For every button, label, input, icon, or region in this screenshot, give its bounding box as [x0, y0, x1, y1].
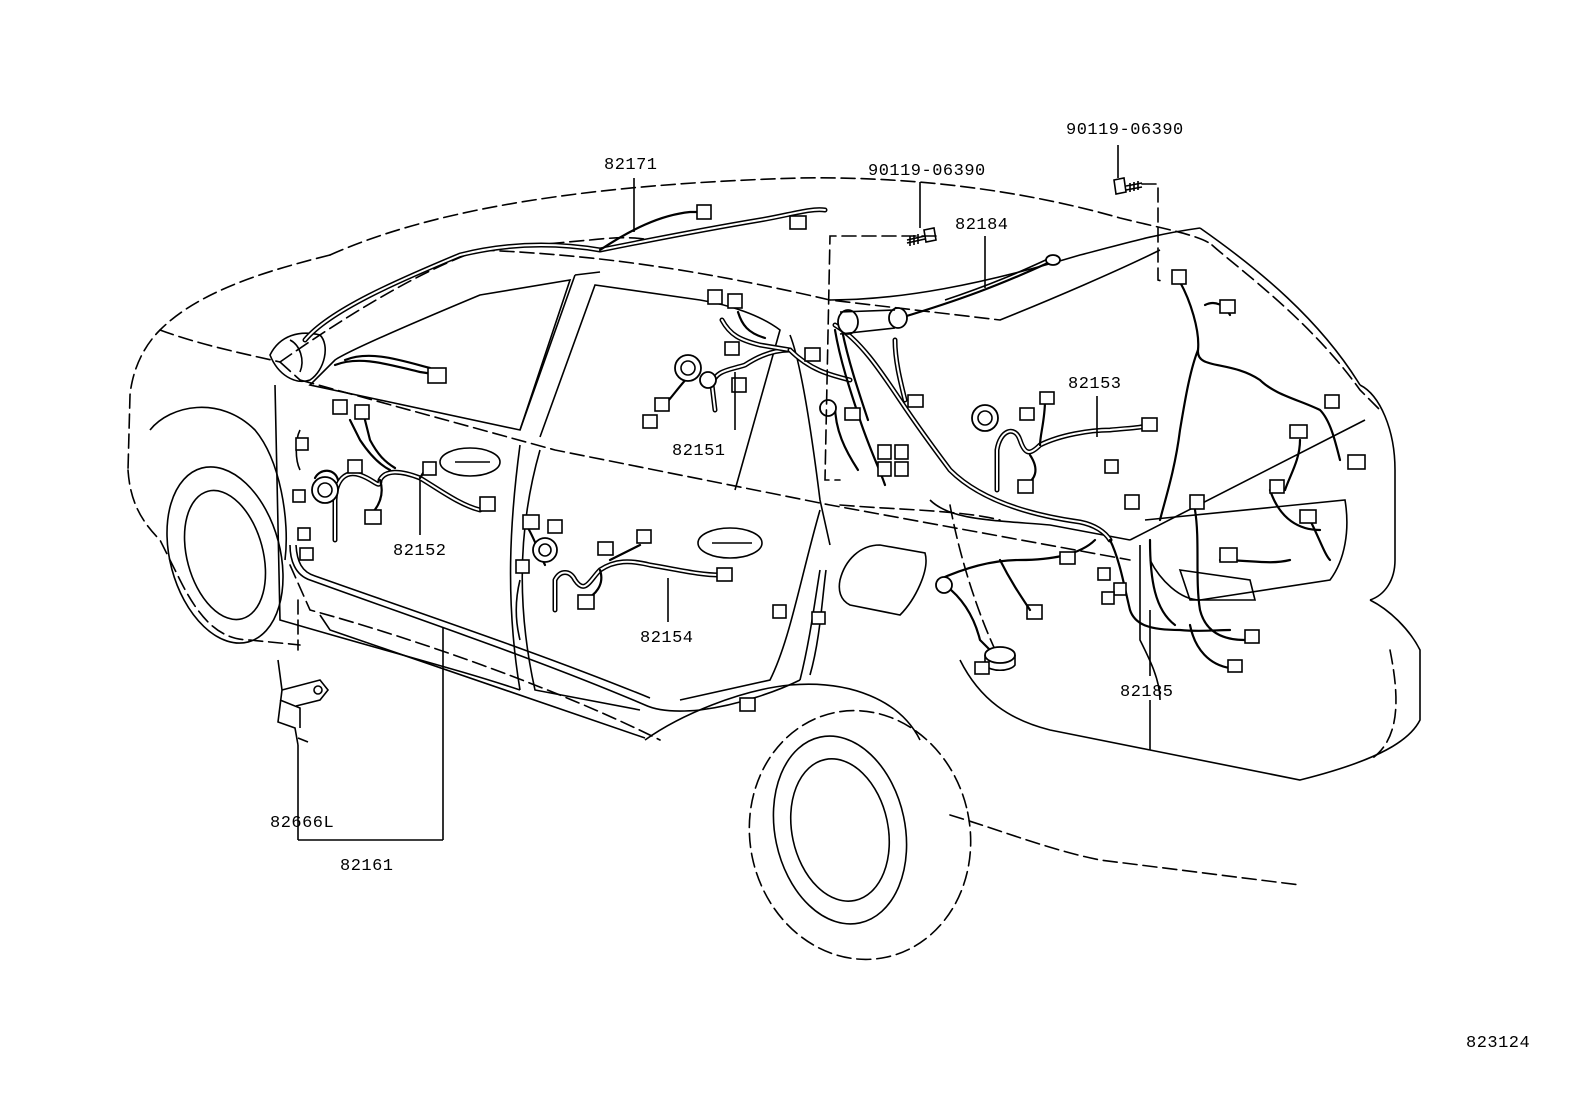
- bolt-icon: [1113, 177, 1143, 195]
- rear-door-wire-harness: [515, 514, 733, 641]
- bolt-icon: [906, 227, 937, 246]
- part-label-bolt-a: 90119-06390: [868, 162, 986, 181]
- back-door-no2-wire-harness: [1059, 269, 1366, 673]
- back-door-wire-harness: [832, 254, 1113, 543]
- roof-wire-harness: [302, 204, 828, 384]
- part-label-82185: 82185: [1120, 683, 1174, 702]
- part-label-82161: 82161: [340, 857, 394, 876]
- part-label-82171: 82171: [604, 156, 658, 175]
- quarter-wire-harness: [819, 328, 1097, 675]
- part-label-82154: 82154: [640, 629, 694, 648]
- part-label-82666l: 82666L: [270, 814, 335, 833]
- part-label-82152: 82152: [393, 542, 447, 561]
- vehicle-body-outline: [127, 177, 1421, 961]
- figure-number: 823124: [1466, 1034, 1531, 1053]
- part-label-82151: 82151: [672, 442, 726, 461]
- floor-wire-harness: [289, 544, 827, 712]
- front-door-wire-harness: [292, 399, 496, 561]
- part-label-82153: 82153: [1068, 375, 1122, 394]
- rear-door-upper-wire-harness: [642, 289, 853, 429]
- back-door-glass-wire-harness: [971, 391, 1158, 494]
- leader-lines: [297, 145, 1166, 841]
- part-label-82184: 82184: [955, 216, 1009, 235]
- part-label-bolt-b: 90119-06390: [1066, 121, 1184, 140]
- bracket-82666l-icon: [277, 659, 330, 746]
